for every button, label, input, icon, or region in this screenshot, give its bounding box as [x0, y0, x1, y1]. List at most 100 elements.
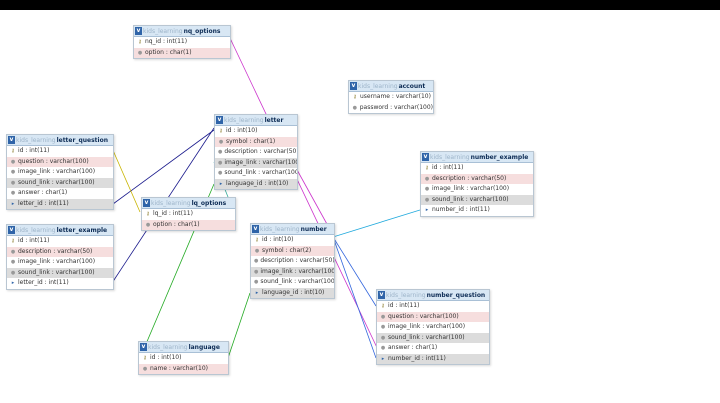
column-icon: ● [10, 169, 16, 175]
relation-number-number-question-2 [332, 236, 377, 307]
column-icon: ● [380, 334, 386, 341]
column-label: sound_link : varchar(100) [388, 333, 465, 341]
column-label: sound_link : varchar(100) [260, 278, 334, 285]
column-icon: ● [380, 324, 386, 330]
column-icon: ● [218, 159, 223, 166]
schema-name: kids_learning [148, 343, 188, 351]
column-label: sound_link : varchar(100) [224, 169, 297, 176]
column-icon: ● [218, 149, 223, 155]
view-toggle-icon[interactable]: v [140, 343, 147, 351]
column-row: ●sound_link : varchar(100) [421, 194, 533, 205]
table-header[interactable]: v kids_learning number_example [421, 152, 533, 163]
table-letter-example[interactable]: v kids_learning letter_example ⚷id : int… [6, 224, 114, 290]
column-row: ●sound_link : varchar(100) [377, 332, 489, 343]
table-header[interactable]: v kids_learning nq_options [134, 26, 230, 37]
relation-number-number-example [332, 209, 421, 238]
column-icon: ● [10, 190, 16, 196]
column-row: ⚷id : int(11) [421, 163, 533, 174]
table-header[interactable]: v kids_learning language [139, 342, 228, 353]
table-header[interactable]: v kids_learning number_question [377, 290, 489, 301]
column-label: letter_id : int(11) [18, 279, 69, 286]
column-row: ●description : varchar(50) [7, 246, 113, 257]
column-row: ●sound_link : varchar(100) [215, 168, 297, 179]
column-label: id : int(10) [226, 127, 258, 134]
column-row: ⚷id : int(10) [139, 353, 228, 364]
column-icon: ● [10, 259, 16, 265]
table-header[interactable]: v kids_learning number [251, 224, 334, 235]
column-row: ●question : varchar(100) [7, 156, 113, 167]
relation-number-number-question [332, 236, 377, 359]
view-toggle-icon[interactable]: v [350, 82, 357, 90]
column-row: ●symbol : char(2) [251, 245, 334, 256]
table-lq-options[interactable]: v kids_learning lq_options ⚷lq_id : int(… [141, 197, 236, 231]
column-row: ⚷id : int(11) [7, 236, 113, 247]
column-label: language_id : int(10) [262, 288, 325, 296]
view-toggle-icon[interactable]: v [135, 27, 142, 35]
column-row: ●question : varchar(100) [377, 311, 489, 322]
column-label: image_link : varchar(100) [388, 323, 466, 330]
key-icon: ⚷ [255, 237, 259, 243]
column-row: ●image_link : varchar(100) [215, 157, 297, 168]
table-number-question[interactable]: v kids_learning number_question ⚷id : in… [376, 289, 490, 365]
table-number[interactable]: v kids_learning number ⚷id : int(10) ●sy… [250, 223, 335, 299]
column-row: ▸language_id : int(10) [251, 287, 334, 298]
column-row: ⚷id : int(10) [215, 126, 297, 137]
table-name: number [300, 225, 327, 233]
column-row: ⚷id : int(11) [7, 146, 113, 157]
column-label: symbol : char(2) [262, 246, 312, 254]
schema-name: kids_learning [151, 199, 191, 207]
column-row: ▸letter_id : int(11) [7, 198, 113, 209]
table-header[interactable]: v kids_learning lq_options [142, 198, 235, 209]
column-label: id : int(11) [18, 237, 50, 244]
column-icon: ● [424, 196, 430, 203]
column-row: ●name : varchar(10) [139, 363, 228, 374]
column-row: ●description : varchar(50) [215, 147, 297, 158]
table-letter[interactable]: v kids_learning letter ⚷id : int(10) ●sy… [214, 114, 298, 190]
column-icon: ● [424, 175, 430, 182]
view-toggle-icon[interactable]: v [378, 291, 385, 299]
column-icon: ● [218, 170, 223, 176]
column-icon: ● [254, 258, 259, 264]
table-account[interactable]: v kids_learning account ⚷username : varc… [348, 80, 434, 114]
column-row: ●image_link : varchar(100) [421, 184, 533, 195]
view-toggle-icon[interactable]: v [422, 153, 429, 161]
view-toggle-icon[interactable]: v [8, 136, 15, 144]
table-number-example[interactable]: v kids_learning number_example ⚷id : int… [420, 151, 534, 217]
view-toggle-icon[interactable]: v [143, 199, 150, 207]
table-letter-question[interactable]: v kids_learning letter_question ⚷id : in… [6, 134, 114, 210]
column-icon: ● [137, 49, 143, 56]
column-row: ▸language_id : int(10) [215, 178, 297, 189]
column-label: image_link : varchar(100) [432, 185, 510, 192]
column-label: image_link : varchar(100) [18, 258, 96, 265]
relation-number-language [227, 292, 251, 359]
column-row: ●answer : char(1) [377, 343, 489, 354]
column-label: letter_id : int(11) [18, 199, 69, 207]
column-label: id : int(11) [432, 164, 464, 171]
column-icon: ● [10, 269, 16, 276]
column-row: ●password : varchar(100) [349, 103, 433, 114]
column-row: ⚷username : varchar(10) [349, 92, 433, 103]
table-language[interactable]: v kids_learning language ⚷id : int(10) ●… [138, 341, 229, 375]
column-icon: ● [254, 247, 260, 254]
schema-name: kids_learning [16, 136, 56, 144]
column-row: ⚷lq_id : int(11) [142, 209, 235, 220]
table-nq-options[interactable]: v kids_learning nq_options ⚷nq_id : int(… [133, 25, 231, 59]
column-row: ●answer : char(1) [7, 188, 113, 199]
column-row: ●image_link : varchar(100) [377, 322, 489, 333]
relation-letter-question-lq-options [111, 147, 141, 213]
column-label: question : varchar(100) [388, 312, 459, 320]
table-header[interactable]: v kids_learning letter_example [7, 225, 113, 236]
view-toggle-icon[interactable]: v [252, 225, 259, 233]
key-icon: ⚷ [425, 165, 429, 171]
table-header[interactable]: v kids_learning account [349, 81, 433, 92]
schema-name: kids_learning [260, 225, 300, 233]
view-toggle-icon[interactable]: v [8, 226, 15, 234]
view-toggle-icon[interactable]: v [216, 116, 223, 124]
column-label: id : int(11) [18, 147, 50, 154]
table-header[interactable]: v kids_learning letter [215, 115, 297, 126]
relation-letter-question-letter [112, 129, 215, 205]
table-header[interactable]: v kids_learning letter_question [7, 135, 113, 146]
column-label: lq_id : int(11) [153, 210, 193, 217]
column-label: symbol : char(1) [226, 137, 276, 145]
foreign-key-icon: ▸ [255, 289, 259, 296]
